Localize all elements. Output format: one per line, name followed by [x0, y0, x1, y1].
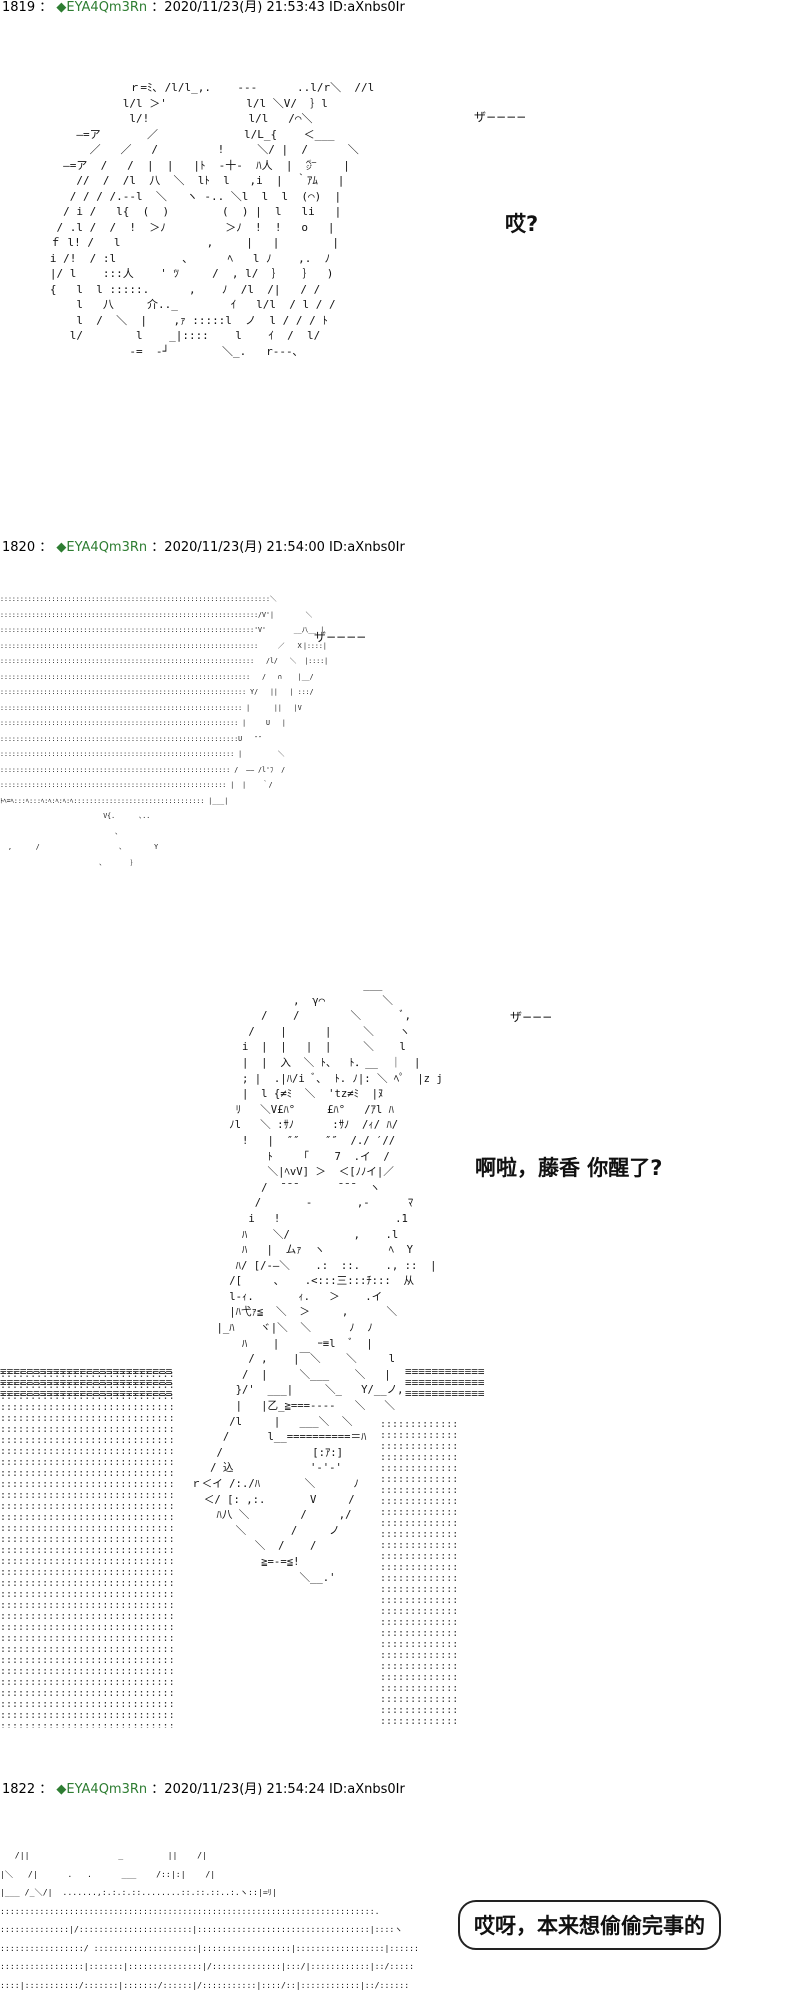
speech-bubble: 哎呀，本来想偷偷完事的: [458, 1900, 721, 1950]
post-header-1819: 1819 ： ◆EYA4Qm3Rn ：2020/11/23(月) 21:53:4…: [2, 0, 405, 16]
separator: ：: [39, 1782, 53, 1797]
dialog-text: 啊啦，藤香 你醒了?: [475, 1156, 663, 1180]
separator: ：: [151, 540, 165, 555]
dialog-text: 哎?: [505, 212, 539, 236]
post-number: 1822: [2, 1782, 36, 1797]
post-number: 1819: [2, 0, 36, 15]
post-header-1822: 1822 ： ◆EYA4Qm3Rn ：2020/11/23(月) 21:54:2…: [2, 1782, 405, 1798]
poster-name[interactable]: ◆EYA4Qm3Rn: [56, 0, 148, 15]
post-id: ID:aXnbs0Ir: [329, 1782, 405, 1797]
ascii-art-1819: ｒ=ﾐ､ /l/l_,. --- ..l/r＼ //l l/l ＞' l/l ＼…: [49, 81, 375, 358]
ascii-art-1822: /|| _ || /| |＼ /| . . ___ /::|:| /| |___…: [0, 1850, 419, 1990]
post-date: 2020/11/23(月) 21:53:43: [164, 0, 325, 15]
separator: ：: [39, 0, 53, 15]
post-date: 2020/11/23(月) 21:54:00: [164, 540, 325, 555]
separator: ：: [39, 540, 53, 555]
dotted-floor-right: ::::::::::::: ::::::::::::: ::::::::::::…: [380, 1419, 459, 1727]
separator: ：: [151, 1782, 165, 1797]
sound-effect: ザ−−−: [510, 1010, 553, 1024]
separator: ：: [151, 0, 165, 15]
sound-effect: ザ−−−−: [314, 630, 367, 644]
ascii-art-1820-a: ::::::::::::::::::::::::::::::::::::::::…: [0, 595, 329, 867]
poster-name[interactable]: ◆EYA4Qm3Rn: [56, 1782, 148, 1797]
post-date: 2020/11/23(月) 21:54:24: [164, 1782, 325, 1797]
post-id: ID:aXnbs0Ir: [329, 0, 405, 15]
poster-name[interactable]: ◆EYA4Qm3Rn: [56, 540, 148, 555]
ascii-art-1820-b: ___ , γ⌒ ＼ / / ＼ ﾞ, / | | ＼ ヽ i | | | | …: [191, 979, 443, 1584]
post-header-1820: 1820 ： ◆EYA4Qm3Rn ：2020/11/23(月) 21:54:0…: [2, 540, 405, 556]
equals-bar-left: ≡≡≡≡≡≡≡≡≡≡≡≡≡≡≡≡≡≡≡≡≡≡≡≡≡≡ ≡≡≡≡≡≡≡≡≡≡≡≡≡…: [0, 1366, 173, 1400]
post-number: 1820: [2, 540, 36, 555]
dotted-floor-left: ::::::::::::::::::::::::::::: ::::::::::…: [0, 1369, 175, 1728]
equals-bar-right: ≡≡≡≡≡≡≡≡≡≡≡≡ ≡≡≡≡≡≡≡≡≡≡≡≡ ≡≡≡≡≡≡≡≡≡≡≡≡: [405, 1366, 485, 1400]
post-id: ID:aXnbs0Ir: [329, 540, 405, 555]
sound-effect: ザ−−−−: [474, 110, 527, 124]
